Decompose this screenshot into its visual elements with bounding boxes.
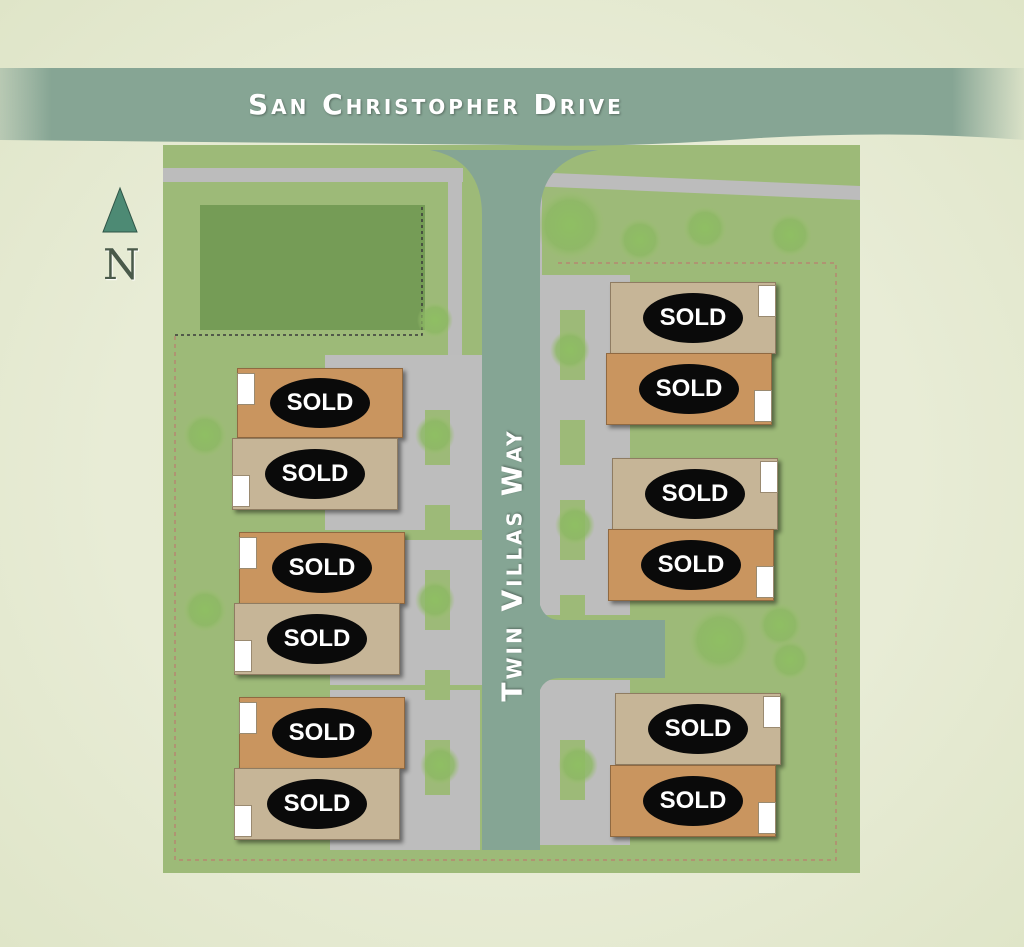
open-field: [200, 205, 425, 330]
north-arrow-icon: [102, 186, 138, 233]
garage-marker: [239, 537, 257, 569]
sold-badge: SOLD: [265, 449, 365, 499]
north-label: N: [103, 240, 140, 289]
lot-west-5[interactable]: SOLD: [239, 697, 405, 769]
garage-marker: [234, 640, 252, 672]
lot-west-6[interactable]: SOLD: [234, 768, 400, 840]
garage-marker: [756, 566, 774, 598]
san-christopher-drive: [0, 68, 1024, 146]
sold-badge: SOLD: [639, 364, 739, 414]
lot-west-2[interactable]: SOLD: [232, 438, 398, 510]
twin-villas-way-road: [430, 150, 665, 850]
sold-badge: SOLD: [267, 779, 367, 829]
lot-east-2[interactable]: SOLD: [606, 353, 772, 425]
sold-badge: SOLD: [641, 540, 741, 590]
sold-badge: SOLD: [270, 378, 370, 428]
twin-villas-way-label: Twin Villas Way: [495, 428, 529, 702]
sidewalk: [448, 172, 462, 372]
lot-west-4[interactable]: SOLD: [234, 603, 400, 675]
sold-badge: SOLD: [648, 704, 748, 754]
san-christopher-drive-label: San Christopher Drive: [248, 88, 624, 121]
garage-marker: [763, 696, 781, 728]
garage-marker: [758, 802, 776, 834]
garage-marker: [758, 285, 776, 317]
sold-badge: SOLD: [643, 293, 743, 343]
sold-badge: SOLD: [643, 776, 743, 826]
fence-line: [175, 205, 423, 336]
garage-marker: [760, 461, 778, 493]
garage-marker: [239, 702, 257, 734]
lot-west-1[interactable]: SOLD: [237, 368, 403, 438]
garage-marker: [234, 805, 252, 837]
lot-east-1[interactable]: SOLD: [610, 282, 776, 354]
fence-line: [174, 262, 837, 861]
sold-badge: SOLD: [272, 543, 372, 593]
lot-east-5[interactable]: SOLD: [615, 693, 781, 765]
garage-marker: [237, 373, 255, 405]
sold-badge: SOLD: [272, 708, 372, 758]
garage-marker: [232, 475, 250, 507]
lot-east-3[interactable]: SOLD: [612, 458, 778, 530]
lot-west-3[interactable]: SOLD: [239, 532, 405, 604]
sidewalk: [163, 168, 463, 182]
sold-badge: SOLD: [645, 469, 745, 519]
sold-badge: SOLD: [267, 614, 367, 664]
garage-marker: [754, 390, 772, 422]
lot-east-4[interactable]: SOLD: [608, 529, 774, 601]
lot-east-6[interactable]: SOLD: [610, 765, 776, 837]
sidewalk: [528, 172, 860, 200]
trees: [183, 190, 812, 785]
